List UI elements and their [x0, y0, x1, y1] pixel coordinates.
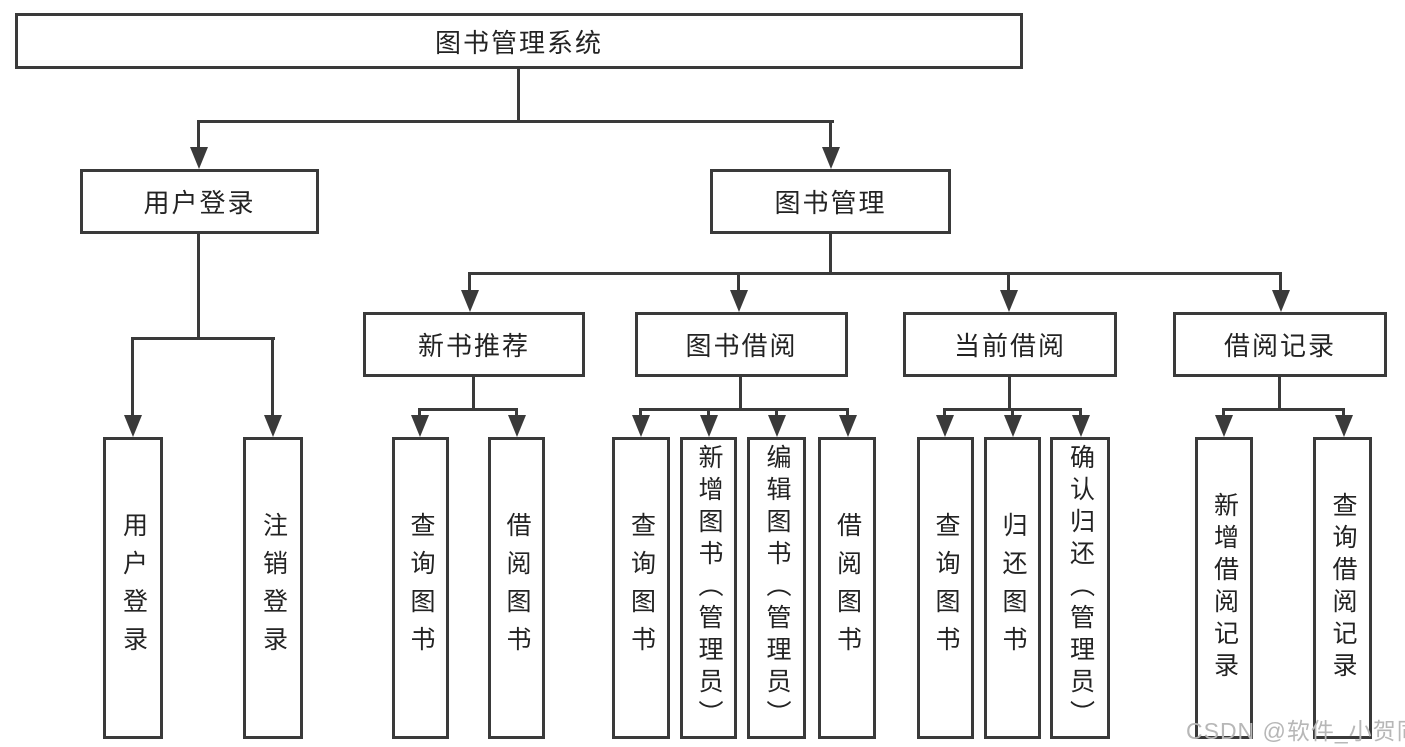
- arrowhead: [936, 415, 954, 437]
- node-book-borrow-label: 图书借阅: [685, 331, 798, 361]
- arrowhead: [730, 290, 748, 312]
- connector-stem: [468, 272, 471, 292]
- connector-userlogin-rail: [131, 337, 275, 340]
- leaf-label: 编辑图书（管理员）: [763, 444, 791, 732]
- arrowhead: [700, 415, 718, 437]
- connector-level3-rail: [468, 272, 1282, 275]
- leaf-label: 查询图书: [627, 512, 656, 664]
- connector-stem: [1007, 272, 1010, 292]
- arrowhead: [839, 415, 857, 437]
- node-new-book-recommend-label: 新书推荐: [417, 331, 530, 361]
- arrowhead: [1000, 290, 1018, 312]
- connector-userlogin-stub: [197, 233, 200, 339]
- connector-stem: [639, 408, 642, 417]
- connector-stem: [515, 408, 518, 417]
- node-root-label: 图书管理系统: [434, 27, 603, 58]
- leaf-confirm-return-admin: 确认归还（管理员）: [1050, 437, 1110, 739]
- node-current-borrow-label: 当前借阅: [953, 331, 1066, 361]
- node-book-management-label: 图书管理: [774, 188, 887, 218]
- leaf-label: 归还图书: [999, 512, 1027, 664]
- connector-rail: [418, 408, 518, 411]
- leaf-label: 用户登录: [119, 512, 148, 664]
- leaf-edit-books-admin: 编辑图书（管理员）: [747, 437, 806, 739]
- connector-bookmgmt-stub: [829, 233, 832, 274]
- leaf-add-books-admin: 新增图书（管理员）: [680, 437, 737, 739]
- leaf-query-books-borrow: 查询图书: [612, 437, 670, 739]
- leaf-query-books-recommend: 查询图书: [392, 437, 449, 739]
- node-root: 图书管理系统: [15, 13, 1023, 69]
- arrowhead: [768, 415, 786, 437]
- connector-stem: [1279, 272, 1282, 292]
- arrowhead: [461, 290, 479, 312]
- node-borrow-records: 借阅记录: [1173, 312, 1387, 377]
- connector-stem: [131, 337, 134, 415]
- leaf-label: 新增借阅记录: [1210, 492, 1239, 684]
- leaf-label: 借阅图书: [833, 512, 862, 664]
- leaf-user-login: 用户登录: [103, 437, 163, 739]
- node-current-borrow: 当前借阅: [903, 312, 1117, 377]
- connector-root-stub: [517, 69, 520, 122]
- connector-stem: [197, 120, 200, 148]
- arrowhead: [1072, 415, 1090, 437]
- connector-level2-rail: [197, 120, 834, 123]
- connector-stub: [1008, 376, 1011, 410]
- node-borrow-records-label: 借阅记录: [1223, 331, 1336, 361]
- arrowhead: [632, 415, 650, 437]
- connector-stem: [846, 408, 849, 417]
- connector-rail: [639, 408, 849, 411]
- connector-stem: [707, 408, 710, 417]
- leaf-label: 查询图书: [932, 512, 960, 664]
- arrowhead: [124, 415, 142, 437]
- leaf-label: 借阅图书: [503, 512, 531, 664]
- leaf-logout: 注销登录: [243, 437, 303, 739]
- connector-stub: [1278, 376, 1281, 410]
- leaf-borrow-books-recommend: 借阅图书: [488, 437, 545, 739]
- arrowhead: [411, 415, 429, 437]
- connector-stem: [775, 408, 778, 417]
- arrowhead: [508, 415, 526, 437]
- connector-stem: [1011, 408, 1014, 417]
- connector-stem: [737, 272, 740, 292]
- node-new-book-recommend: 新书推荐: [363, 312, 585, 377]
- leaf-query-books-current: 查询图书: [917, 437, 974, 739]
- leaf-query-borrow-record: 查询借阅记录: [1313, 437, 1372, 739]
- leaf-label: 查询借阅记录: [1329, 492, 1357, 684]
- leaf-label: 确认归还（管理员）: [1066, 444, 1095, 732]
- connector-stem: [271, 337, 274, 415]
- leaf-borrow-books: 借阅图书: [818, 437, 876, 739]
- csdn-watermark: CSDN @软件_小贺同学: [1186, 718, 1405, 744]
- connector-stem: [418, 408, 421, 417]
- connector-stub: [472, 376, 475, 410]
- connector-stem: [1222, 408, 1225, 417]
- connector-stub: [739, 376, 742, 410]
- connector-stem: [1079, 408, 1082, 417]
- arrowhead: [822, 147, 840, 169]
- leaf-return-books: 归还图书: [984, 437, 1041, 739]
- arrowhead: [190, 147, 208, 169]
- node-book-borrow: 图书借阅: [635, 312, 848, 377]
- arrowhead: [1004, 415, 1022, 437]
- leaf-label: 新增图书（管理员）: [695, 444, 723, 732]
- connector-rail: [1222, 408, 1345, 411]
- node-book-management: 图书管理: [710, 169, 951, 234]
- leaf-label: 查询图书: [407, 512, 435, 664]
- leaf-label: 注销登录: [259, 512, 288, 664]
- arrowhead: [264, 415, 282, 437]
- leaf-add-borrow-record: 新增借阅记录: [1195, 437, 1253, 739]
- connector-stem: [943, 408, 946, 417]
- node-user-login: 用户登录: [80, 169, 319, 234]
- arrowhead: [1335, 415, 1353, 437]
- arrowhead: [1215, 415, 1233, 437]
- node-user-login-label: 用户登录: [143, 188, 256, 218]
- connector-stem: [1342, 408, 1345, 417]
- arrowhead: [1272, 290, 1290, 312]
- connector-stem: [829, 120, 832, 148]
